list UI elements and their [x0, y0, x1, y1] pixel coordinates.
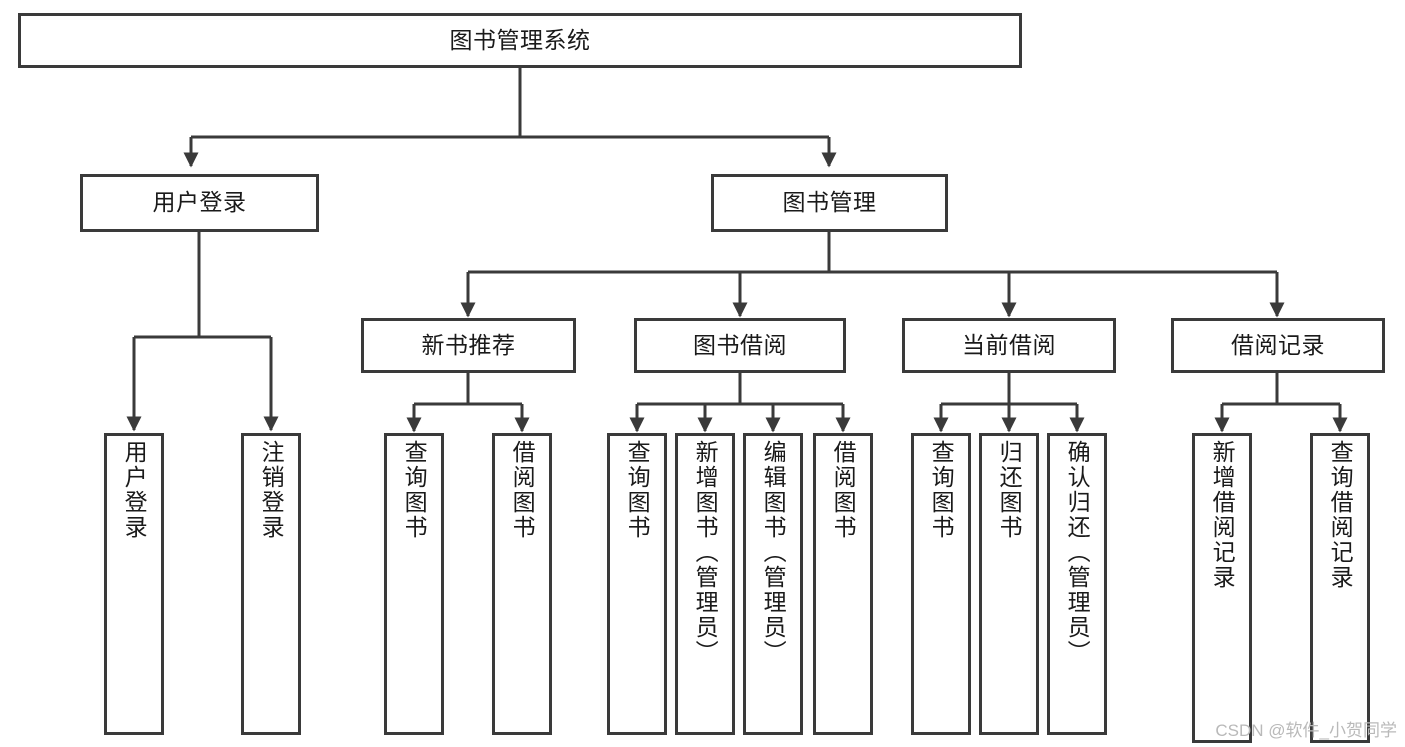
node-leaf-confirm-return[interactable]: 确认归还（管理员） — [1047, 433, 1107, 735]
node-label: 图书管理系统 — [449, 26, 591, 53]
node-leaf-borrow-book-2[interactable]: 借阅图书 — [813, 433, 873, 735]
node-book-borrow[interactable]: 图书借阅 — [634, 318, 846, 373]
node-label: 借阅记录 — [1231, 331, 1325, 358]
node-leaf-user-login[interactable]: 用户登录 — [104, 433, 164, 735]
csdn-watermark: CSDN @软件_小贺同学 — [1215, 721, 1397, 740]
node-current-borrow[interactable]: 当前借阅 — [902, 318, 1116, 373]
node-label: 新增借阅记录 — [1209, 440, 1236, 590]
node-label: 编辑图书（管理员） — [760, 440, 787, 665]
node-label: 查询图书 — [624, 440, 651, 540]
node-label: 新增图书（管理员） — [692, 440, 719, 665]
node-new-book-recommend[interactable]: 新书推荐 — [361, 318, 576, 373]
node-leaf-query-book-1[interactable]: 查询图书 — [384, 433, 444, 735]
node-leaf-return-book[interactable]: 归还图书 — [979, 433, 1039, 735]
node-borrow-record[interactable]: 借阅记录 — [1171, 318, 1385, 373]
node-book-manage[interactable]: 图书管理 — [711, 174, 948, 232]
node-label: 借阅图书 — [830, 440, 857, 540]
node-leaf-edit-book[interactable]: 编辑图书（管理员） — [743, 433, 803, 735]
node-leaf-query-record[interactable]: 查询借阅记录 — [1310, 433, 1370, 743]
node-label: 查询借阅记录 — [1327, 440, 1354, 590]
node-label: 当前借阅 — [962, 331, 1056, 358]
node-book-management-system[interactable]: 图书管理系统 — [18, 13, 1022, 68]
node-label: 注销登录 — [258, 440, 285, 540]
node-leaf-add-book[interactable]: 新增图书（管理员） — [675, 433, 735, 735]
node-label: 用户登录 — [152, 189, 247, 216]
node-label: 新书推荐 — [421, 331, 516, 358]
node-label: 图书管理 — [782, 189, 877, 216]
node-leaf-logout-login[interactable]: 注销登录 — [241, 433, 301, 735]
node-label: 用户登录 — [121, 440, 148, 540]
node-leaf-query-book-3[interactable]: 查询图书 — [911, 433, 971, 735]
node-label: 查询图书 — [401, 440, 428, 540]
node-user-login[interactable]: 用户登录 — [80, 174, 319, 232]
node-label: 查询图书 — [928, 440, 955, 540]
node-leaf-add-record[interactable]: 新增借阅记录 — [1192, 433, 1252, 743]
node-label: 确认归还（管理员） — [1064, 440, 1091, 665]
node-label: 借阅图书 — [509, 440, 536, 540]
node-leaf-query-book-2[interactable]: 查询图书 — [607, 433, 667, 735]
node-label: 图书借阅 — [693, 331, 787, 358]
node-leaf-borrow-book-1[interactable]: 借阅图书 — [492, 433, 552, 735]
node-label: 归还图书 — [996, 440, 1023, 540]
